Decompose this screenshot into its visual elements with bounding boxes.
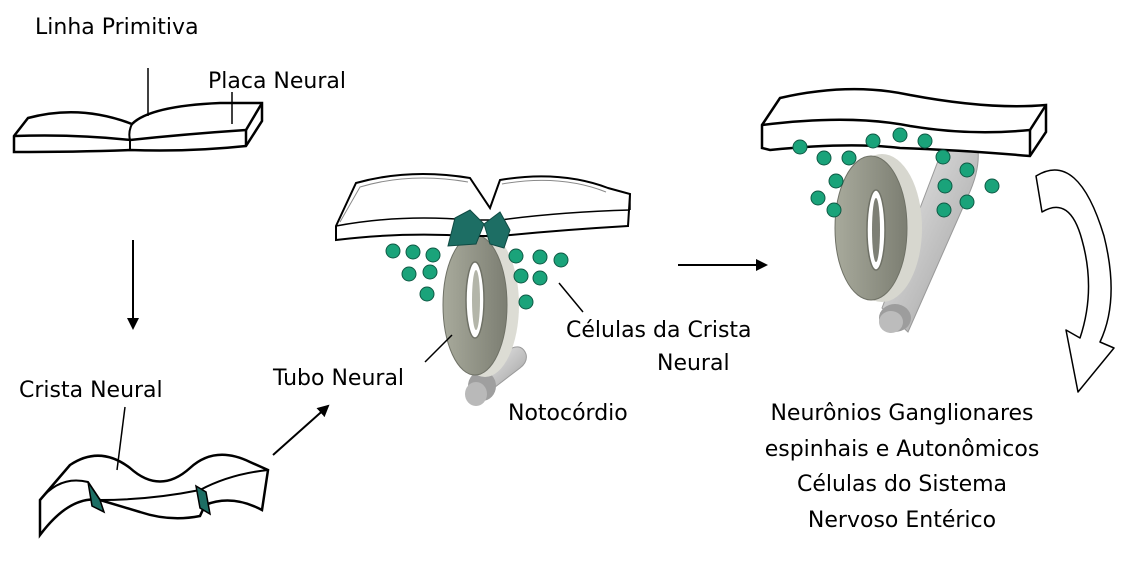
label-placa-neural: Placa Neural [208,69,346,94]
arrow-diagonal [273,406,328,455]
crest-cell [406,245,420,259]
crest-cell [829,174,843,188]
crest-cell [509,249,523,263]
migration-drawing [762,89,1046,333]
label-crista-neural: Crista Neural [19,378,163,403]
crest-cell [811,191,825,205]
crest-cell [936,150,950,164]
neural-plate-drawing [14,103,262,152]
crest-cell [519,295,533,309]
crest-cell [793,140,807,154]
crest-cell [554,253,568,267]
crest-cell [817,151,831,165]
crest-cell [514,269,528,283]
crest-cell [960,163,974,177]
crest-cell [402,267,416,281]
crest-cell [426,248,440,262]
leader-crista-neural [117,407,125,470]
label-derivados-3: Células do Sistema [797,472,1007,497]
leader-tubo-neural [425,335,452,362]
crest-cell [533,250,547,264]
crest-cell [866,134,880,148]
crest-cell [842,151,856,165]
crest-cell [985,179,999,193]
label-derivados-4: Nervoso Entérico [808,508,996,533]
crest-cell [918,134,932,148]
crest-cell [423,265,437,279]
crest-cell [938,179,952,193]
crest-cell [893,128,907,142]
crest-cell [960,195,974,209]
leader-celulas-crista [559,283,583,312]
crest-cell [420,287,434,301]
crest-cell [386,244,400,258]
crest-cell [533,271,547,285]
neural-groove-drawing [40,455,268,535]
curved-arrow [1036,170,1114,392]
label-derivados-2: espinhais e Autonômicos [765,437,1040,462]
label-derivados-1: Neurônios Ganglionares [770,401,1033,426]
crest-cell [937,203,951,217]
label-notocordio: Notocórdio [508,401,628,426]
label-tubo-neural: Tubo Neural [272,366,404,391]
label-celulas-crista-1: Células da Crista [566,318,752,343]
label-celulas-crista-2: Neural [657,351,730,376]
label-linha-primitiva: Linha Primitiva [35,15,199,40]
crest-cell [827,203,841,217]
